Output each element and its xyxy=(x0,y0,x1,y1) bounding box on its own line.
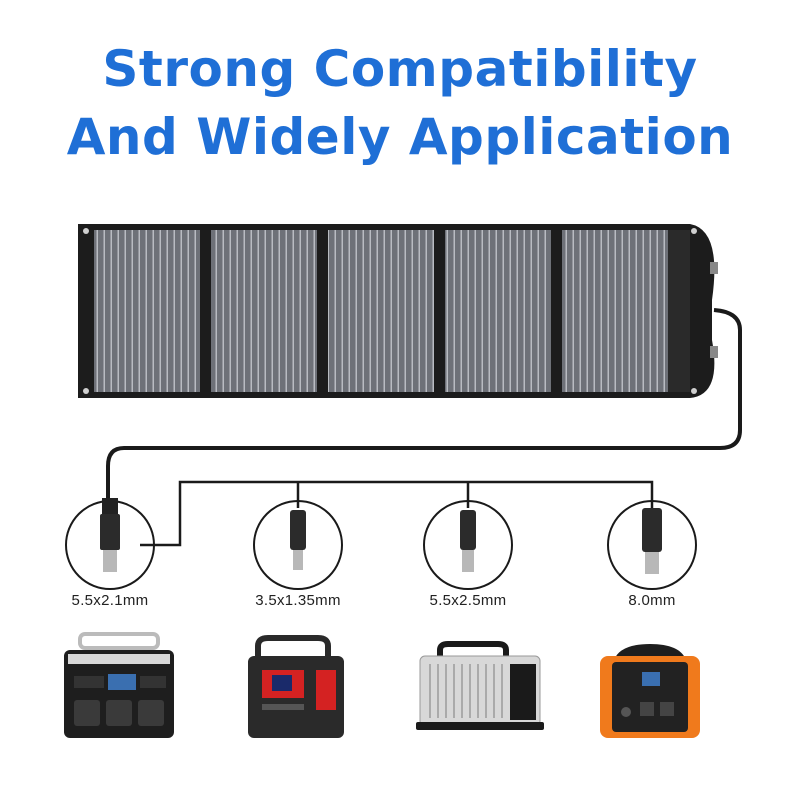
connector-label-5521: 5.5x2.1mm xyxy=(71,592,149,609)
power-station-red-icon xyxy=(248,635,344,738)
solar-cell-panel xyxy=(211,230,317,392)
headline-line-1: Strong Compatibility xyxy=(102,40,698,98)
cable xyxy=(106,308,742,500)
dc-plug-8mm-icon xyxy=(607,500,697,590)
dc-plug-5525-icon xyxy=(423,500,513,590)
power-station-orange-icon xyxy=(600,644,700,738)
solar-cell-panel xyxy=(328,230,434,392)
solar-cell-panel xyxy=(445,230,551,392)
solar-cell-panel xyxy=(94,230,200,392)
connector-label-35135: 3.5x1.35mm xyxy=(255,592,341,609)
dc-plug-35135-icon xyxy=(253,500,343,590)
power-station-black-icon xyxy=(64,632,174,738)
headline-line-2: And Widely Application xyxy=(66,108,734,166)
power-station-silver-icon xyxy=(416,641,544,730)
solar-panel-icon xyxy=(78,224,718,398)
connector-label-5525: 5.5x2.5mm xyxy=(429,592,507,609)
connector-label-8mm: 8.0mm xyxy=(628,592,676,609)
solar-cell-panel xyxy=(562,230,668,392)
dc-plug-5521-icon xyxy=(65,498,155,590)
splitter-cable xyxy=(140,480,654,547)
